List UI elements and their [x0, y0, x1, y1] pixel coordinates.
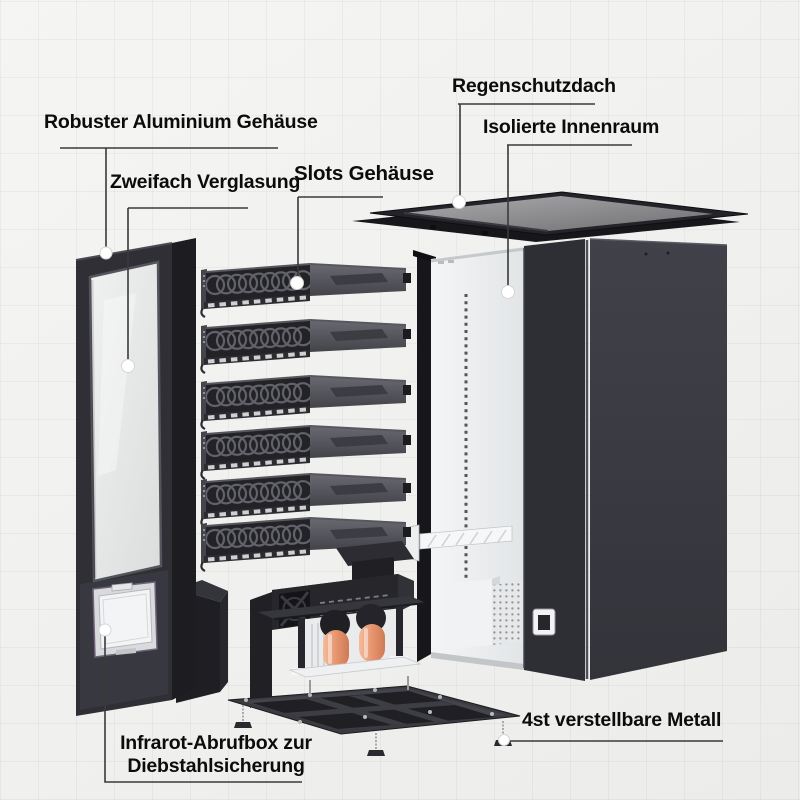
- callout-dot: [99, 246, 113, 260]
- compressor-housing: [444, 576, 500, 650]
- leader-lines: [60, 103, 723, 783]
- spiral-tray: [201, 426, 411, 479]
- label-infrared-box-line1: Infrarot-Abrufbox zur: [120, 732, 312, 754]
- callout-dot: [501, 285, 515, 299]
- label-double-glazing: Zweifach Verglasung: [110, 171, 301, 193]
- interior-shelf-bracket: [419, 525, 513, 550]
- cabinet-middle-panel: [524, 239, 585, 681]
- compressor-cylinders: [320, 604, 386, 668]
- callout-dot: [452, 195, 466, 209]
- leveling-screws: [309, 676, 409, 694]
- lock-cutout: [532, 608, 556, 636]
- label-slots-housing: Slots Gehäuse: [294, 162, 434, 185]
- spiral-tray: [201, 376, 411, 429]
- glass-door: [75, 238, 196, 716]
- label-infrared-box: Infrarot-Abrufbox zur Diebstahlsicherung: [96, 732, 336, 778]
- label-rain-roof: Regenschutzdach: [452, 75, 616, 97]
- callout-dot: [290, 276, 304, 290]
- cooling-unit: [250, 541, 427, 708]
- spiral-tray: [201, 264, 411, 317]
- adjustable-foot: [234, 705, 252, 728]
- label-aluminium-housing: Robuster Aluminium Gehäuse: [44, 111, 318, 133]
- spiral-trays: [201, 264, 411, 571]
- callout-dot: [498, 734, 510, 746]
- interior-floor: [431, 652, 524, 670]
- callout-dot: [121, 359, 135, 373]
- adjustable-foot: [367, 733, 385, 756]
- label-infrared-box-line2: Diebstahlsicherung: [127, 755, 305, 777]
- rain-roof-panel: [352, 191, 749, 242]
- pickup-flap: [92, 581, 158, 658]
- callout-dot: [98, 623, 112, 637]
- spiral-tray: [201, 320, 411, 373]
- callout-dots: [98, 195, 515, 746]
- cabinet-side-panel: [590, 239, 727, 680]
- perforated-vent-panel: [492, 581, 528, 645]
- label-insulated-interior: Isolierte Innenraum: [483, 116, 660, 138]
- cabinet-left-frame: [417, 252, 431, 662]
- label-adjustable-feet: 4st verstellbare Metall: [522, 709, 722, 731]
- door-side-return: [172, 238, 196, 700]
- cabinet-interior: [431, 247, 524, 664]
- cabinet-body: [404, 238, 728, 681]
- door-glass: [90, 262, 161, 581]
